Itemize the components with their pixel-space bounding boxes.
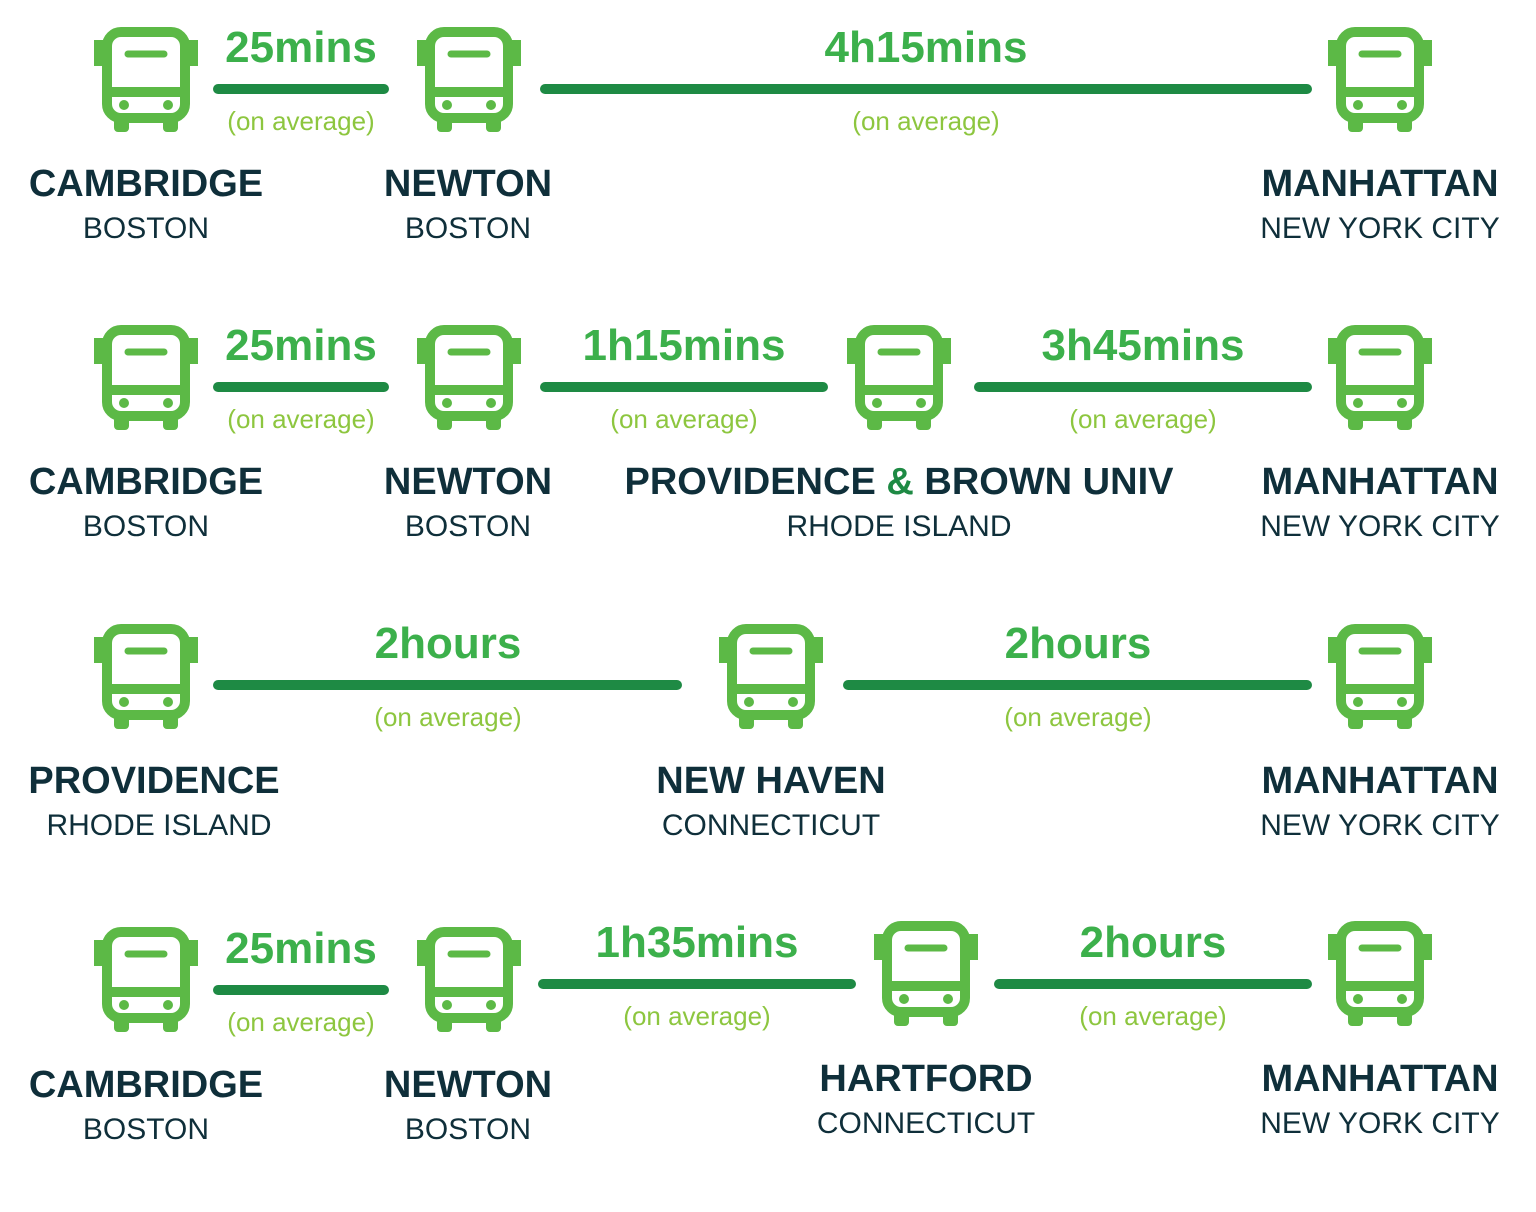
segment-line [994,979,1312,989]
station-region: NEW YORK CITY [1260,212,1500,245]
segment-line [213,680,682,690]
station-region: NEW YORK CITY [1260,510,1500,543]
bus-icon [92,623,200,735]
segment-line [843,680,1312,690]
segment-duration: 2hours [1079,918,1227,967]
segment-average-note: (on average) [1004,702,1152,732]
station-region: BOSTON [82,212,210,245]
station-name: HARTFORD [819,1058,1033,1100]
station-name: NEWTON [383,1064,553,1106]
bus-icon [845,324,953,436]
segment-average-note: (on average) [1079,1001,1227,1031]
station-name: MANHATTAN [1261,461,1499,503]
station-region: RHODE ISLAND [786,510,1012,543]
segment-average-note: (on average) [623,1001,771,1031]
bus-icon [415,26,523,138]
bus-icon [92,26,200,138]
bus-icon [92,926,200,1038]
station-name: CAMBRIDGE [28,1064,264,1106]
segment-average-note: (on average) [852,106,1000,136]
station-region: NEW YORK CITY [1260,809,1500,842]
segment-average-note: (on average) [610,404,758,434]
station-region: BOSTON [404,1113,532,1146]
route-3: 2hours (on average) 2hours (on average) … [0,597,1536,857]
segment-average-note: (on average) [374,702,522,732]
bus-front-icon [94,325,198,430]
station-name-part: PROVIDENCE [624,461,876,503]
station-region: NEW YORK CITY [1260,1107,1500,1140]
bus-front-icon [417,927,521,1032]
station-region: BOSTON [82,1113,210,1146]
bus-front-icon [417,27,521,132]
bus-icon [92,324,200,436]
station-region: BOSTON [404,510,532,543]
segment-duration: 25mins [225,321,377,370]
segment-line [213,985,389,995]
bus-front-icon [874,921,978,1026]
segment-duration: 25mins [225,924,377,973]
segment-line [213,84,389,94]
station-region: BOSTON [82,510,210,543]
station-region: BOSTON [404,212,532,245]
station-region: CONNECTICUT [816,1107,1036,1140]
bus-icon [872,920,980,1032]
segment-duration: 2hours [374,619,522,668]
route-2: 25mins (on average) 1h15mins (on average… [0,298,1536,558]
segment-line [213,382,389,392]
station-name: MANHATTAN [1261,1058,1499,1100]
segment-duration: 1h35mins [595,918,799,967]
segment-average-note: (on average) [1069,404,1217,434]
bus-icon [717,623,825,735]
route-4: 25mins (on average) 1h35mins (on average… [0,896,1536,1156]
station-name: PROVIDENCE [28,760,280,802]
bus-icon [1326,920,1434,1032]
bus-front-icon [94,624,198,729]
bus-front-icon [1328,624,1432,729]
segment-average-note: (on average) [227,404,375,434]
station-name-part: BROWN UNIV [924,461,1174,503]
station-name: NEW HAVEN [656,760,886,802]
bus-icon [1326,26,1434,138]
station-name: MANHATTAN [1261,163,1499,205]
ampersand: & [886,461,914,503]
bus-front-icon [1328,325,1432,430]
station-region: CONNECTICUT [661,809,881,842]
segment-duration: 4h15mins [824,23,1028,72]
segment-average-note: (on average) [227,106,375,136]
segment-line [538,979,856,989]
segment-average-note: (on average) [227,1007,375,1037]
segment-duration: 25mins [225,23,377,72]
station-name: CAMBRIDGE [28,163,264,205]
station-region: RHODE ISLAND [46,809,272,842]
bus-front-icon [719,624,823,729]
segment-line [540,84,1312,94]
station-name: NEWTON [383,163,553,205]
bus-front-icon [847,325,951,430]
segment-duration: 1h15mins [582,321,786,370]
bus-icon [1326,623,1434,735]
bus-icon [1326,324,1434,436]
segment-duration: 2hours [1004,619,1152,668]
bus-front-icon [417,325,521,430]
route-1: 25mins (on average) 4h15mins (on average… [0,0,1536,260]
bus-front-icon [1328,27,1432,132]
segment-duration: 3h45mins [1041,321,1245,370]
bus-icon [415,324,523,436]
bus-icon [415,926,523,1038]
segment-line [974,382,1312,392]
bus-front-icon [94,27,198,132]
station-name: CAMBRIDGE [28,461,264,503]
station-name: MANHATTAN [1261,760,1499,802]
bus-front-icon [94,927,198,1032]
bus-front-icon [1328,921,1432,1026]
station-name: NEWTON [383,461,553,503]
station-name: PROVIDENCE & BROWN UNIV [600,460,1198,504]
segment-line [540,382,828,392]
